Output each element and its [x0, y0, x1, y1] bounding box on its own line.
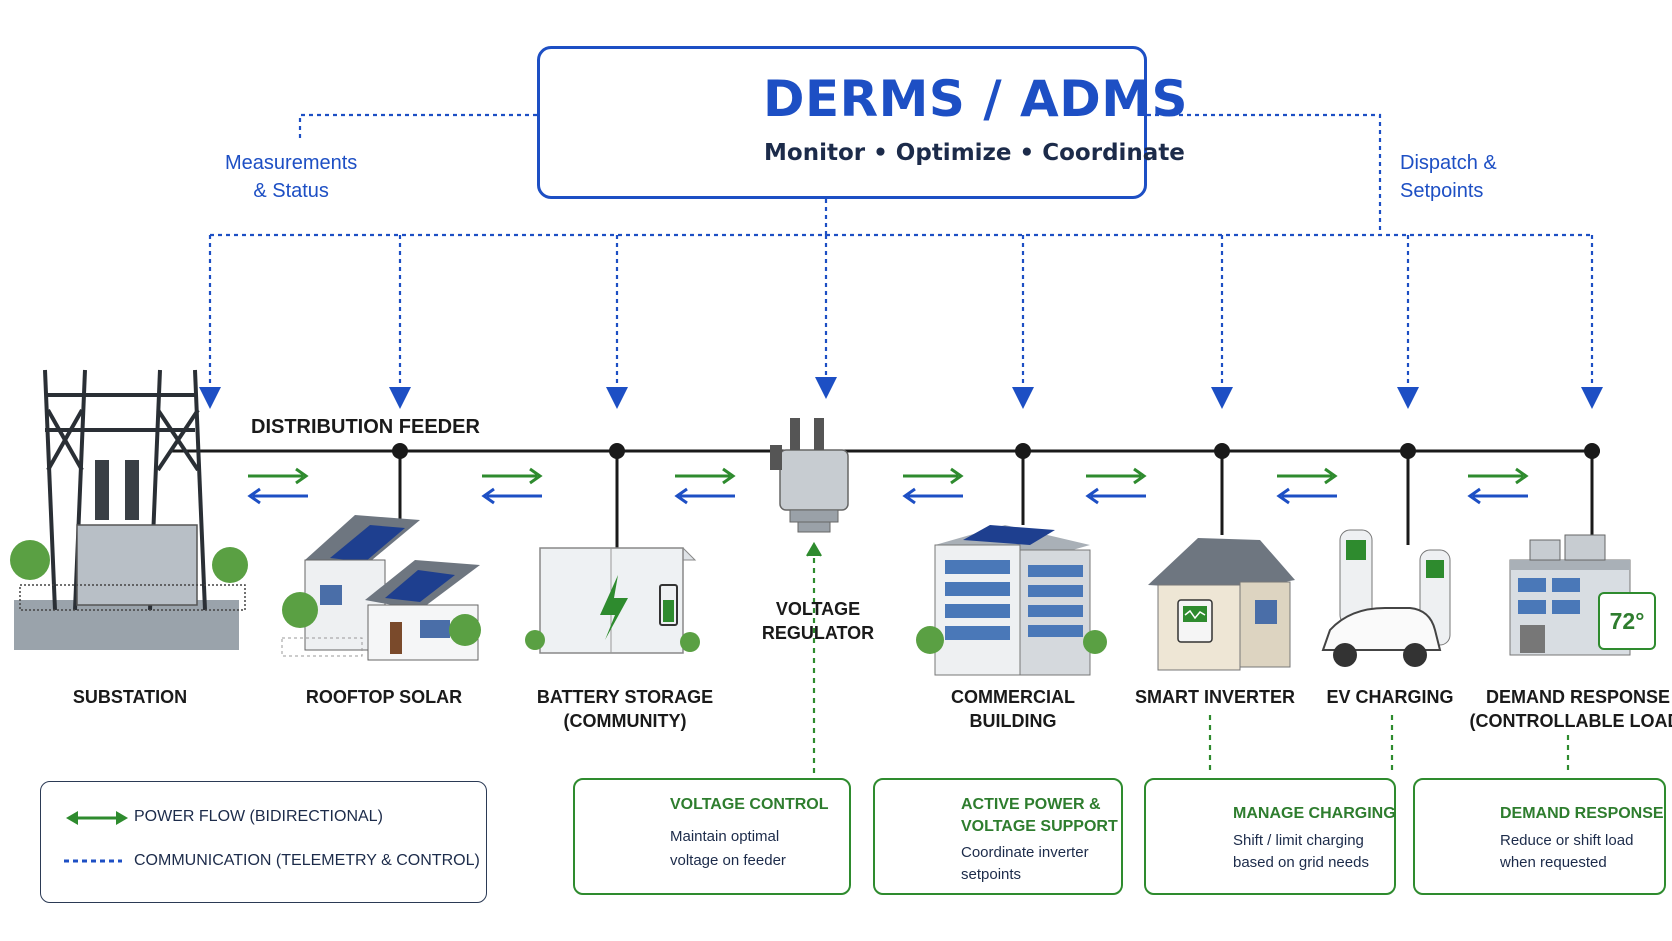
card-active-power-title1: ACTIVE POWER &	[961, 796, 1101, 813]
node-label-line: VOLTAGE	[775, 599, 861, 619]
power-flow-arrows	[247, 467, 1529, 505]
node-label-ev-charging: EV CHARGING	[1326, 685, 1453, 709]
card-manage-charging-desc2: based on grid needs	[1233, 854, 1369, 871]
node-label-line: (COMMUNITY)	[563, 711, 687, 731]
node-label-demand-response: DEMAND RESPONSE (CONTROLLABLE LOAD)	[1470, 685, 1672, 733]
card-manage-charging-title: MANAGE CHARGING	[1233, 805, 1396, 822]
card-active-power	[873, 778, 1123, 895]
card-manage-charging-desc1: Shift / limit charging	[1233, 832, 1364, 849]
node-label-voltage-regulator: VOLTAGE REGULATOR	[762, 597, 874, 645]
measurements-line1: Measurements	[225, 152, 358, 174]
card-demand-response-title: DEMAND RESPONSE	[1500, 805, 1664, 822]
dispatch-label: Dispatch & Setpoints	[1400, 149, 1497, 205]
voltage-regulator-icon	[770, 418, 849, 533]
legend-power-flow-icon	[66, 811, 128, 825]
node-label-line: COMMERCIAL	[951, 687, 1075, 707]
dispatch-line1: Dispatch &	[1400, 152, 1497, 174]
measurements-label: Measurements & Status	[225, 149, 357, 205]
node-label-commercial-building: COMMERCIAL BUILDING	[951, 685, 1075, 733]
thermostat-display: 72°	[1598, 592, 1656, 650]
smart-inverter-house-icon	[1148, 538, 1295, 671]
card-demand-response-desc1: Reduce or shift load	[1500, 832, 1634, 849]
communication-lines	[199, 113, 1603, 409]
derms-header-box	[537, 46, 1147, 199]
node-label-line: ROOFTOP SOLAR	[305, 687, 463, 707]
card-voltage-control-title: VOLTAGE CONTROL	[670, 796, 829, 813]
rooftop-solar-house-icon	[281, 515, 481, 661]
measurements-line2: & Status	[253, 180, 329, 202]
header-subtitle: Monitor • Optimize • Coordinate	[764, 140, 1185, 166]
card-voltage-control-desc2: voltage on feeder	[670, 852, 786, 869]
card-active-power-desc1: Coordinate inverter	[961, 844, 1089, 861]
card-demand-response	[1413, 778, 1666, 895]
dispatch-line2: Setpoints	[1400, 180, 1484, 202]
card-voltage-control-desc1: Maintain optimal	[670, 828, 780, 845]
action-links	[806, 541, 1570, 773]
battery-storage-icon	[525, 547, 700, 654]
distribution-feeder-line	[170, 443, 1600, 553]
node-label-rooftop-solar: ROOFTOP SOLAR	[306, 685, 462, 709]
node-label-line: (CONTROLLABLE LOAD)	[1469, 711, 1672, 731]
node-label-line: BATTERY STORAGE	[536, 687, 714, 707]
node-label-line: DEMAND RESPONSE	[1485, 687, 1671, 707]
feeder-label: DISTRIBUTION FEEDER	[251, 416, 480, 438]
node-label-substation: SUBSTATION	[73, 685, 187, 709]
card-active-power-desc2: setpoints	[961, 866, 1022, 883]
card-demand-response-desc2: when requested	[1500, 854, 1607, 871]
node-label-line: SUBSTATION	[72, 687, 188, 707]
node-label-smart-inverter: SMART INVERTER	[1135, 685, 1295, 709]
card-manage-charging	[1144, 778, 1396, 895]
legend-power-flow-label: POWER FLOW (BIDIRECTIONAL)	[134, 808, 383, 825]
legend-communication-label: COMMUNICATION (TELEMETRY & CONTROL)	[134, 852, 480, 869]
ev-charging-icon	[1321, 529, 1451, 667]
legend-box	[40, 781, 487, 903]
node-label-line: SMART INVERTER	[1134, 687, 1296, 707]
card-voltage-control	[573, 778, 851, 895]
node-label-line: EV CHARGING	[1326, 687, 1454, 707]
node-label-battery-storage: BATTERY STORAGE (COMMUNITY)	[537, 685, 713, 733]
substation-icon	[10, 369, 248, 650]
node-label-line: BUILDING	[969, 711, 1057, 731]
commercial-building-icon	[916, 525, 1107, 676]
card-active-power-title2: VOLTAGE SUPPORT	[961, 818, 1118, 835]
header-title: DERMS / ADMS	[763, 70, 1188, 128]
node-label-line: REGULATOR	[761, 623, 875, 643]
